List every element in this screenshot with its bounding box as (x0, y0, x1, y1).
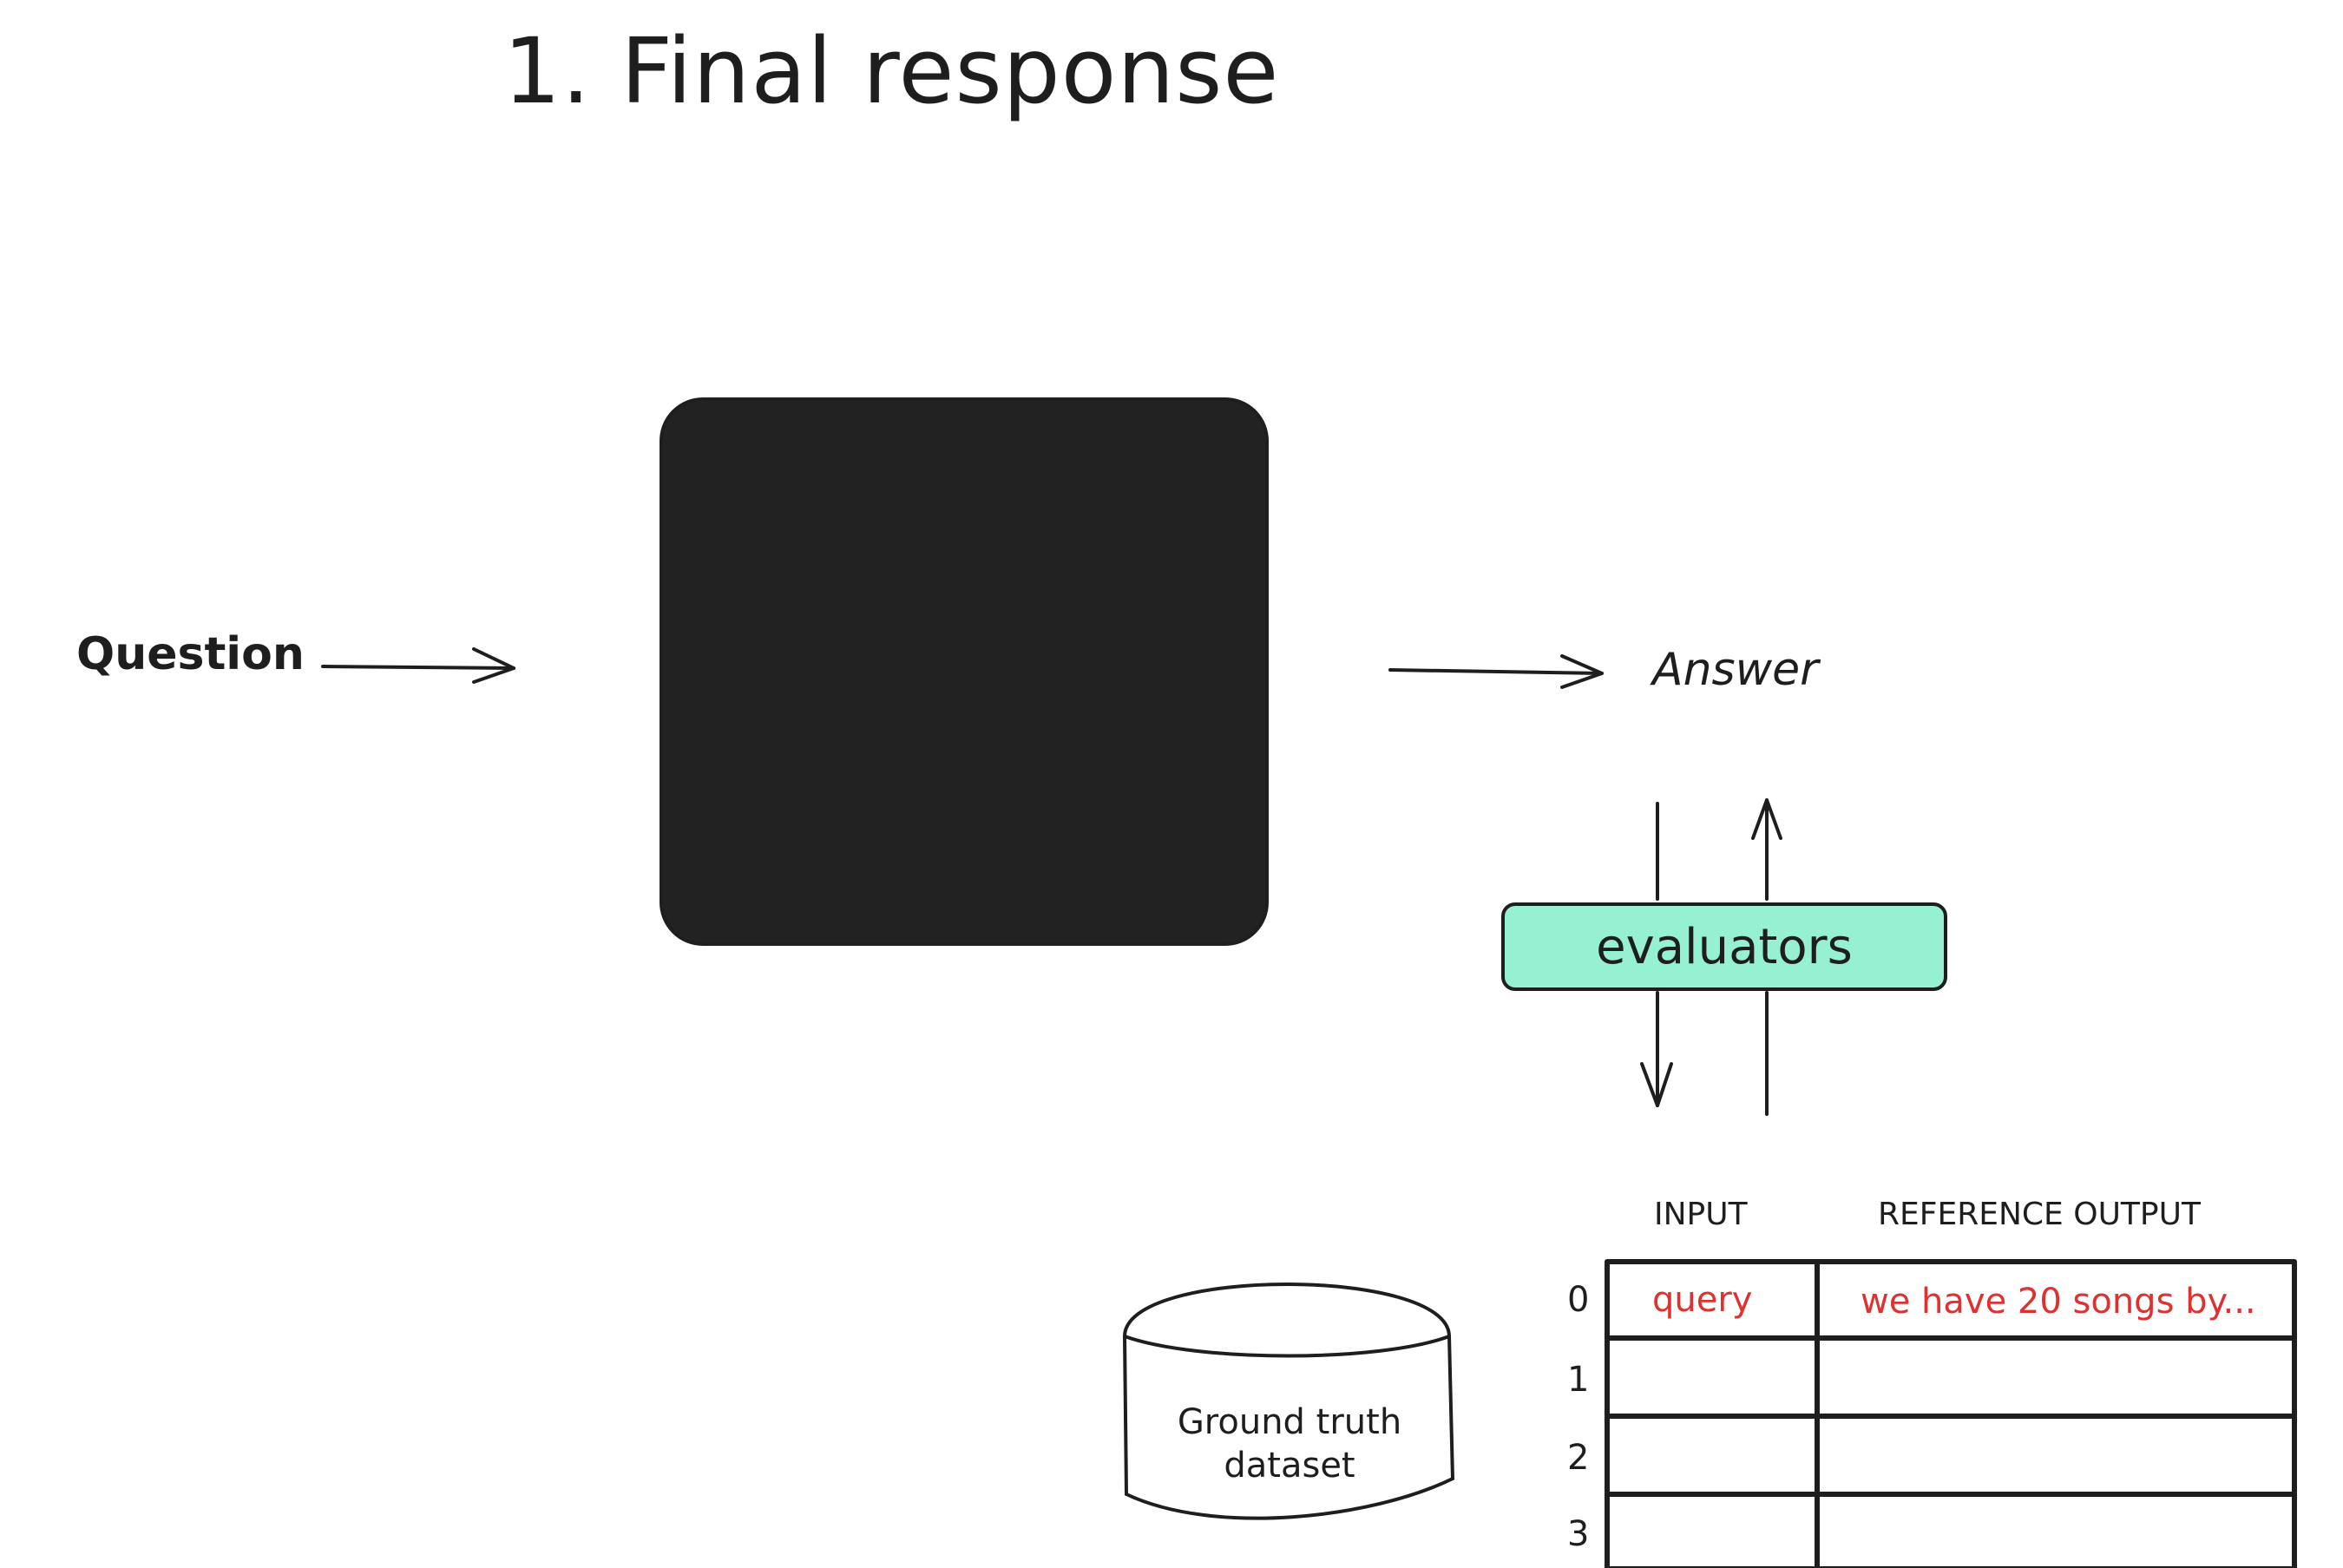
table-header-input: INPUT (1654, 1197, 1748, 1232)
table-header-reference-output: REFERENCE OUTPUT (1878, 1197, 2201, 1232)
diagram-title: 1. Final response (503, 18, 1280, 124)
dataset-table-grid (1605, 1259, 2297, 1568)
row-index-3: 3 (1567, 1514, 1590, 1554)
table-cell-input-0: query (1652, 1280, 1753, 1320)
question-label: Question (76, 628, 305, 680)
black-box-model (660, 397, 1269, 946)
row-index-1: 1 (1567, 1360, 1590, 1400)
evaluators-to-dataset-arrow (1640, 991, 1673, 1107)
question-arrow (321, 647, 515, 684)
answer-arrow (1388, 654, 1604, 689)
dataset-cylinder-icon (1123, 1283, 1454, 1520)
row-index-2: 2 (1567, 1438, 1590, 1478)
answer-label: Answer (1652, 644, 1819, 696)
evaluators-box: evaluators (1501, 902, 1947, 991)
table-cell-reference-output-0: we have 20 songs by... (1861, 1282, 2256, 1322)
row-index-0: 0 (1567, 1280, 1590, 1320)
evaluators-label: evaluators (1596, 918, 1853, 975)
evaluators-to-answer-arrow (1751, 798, 1782, 901)
dataset-label: Ground truth dataset (1177, 1402, 1402, 1486)
